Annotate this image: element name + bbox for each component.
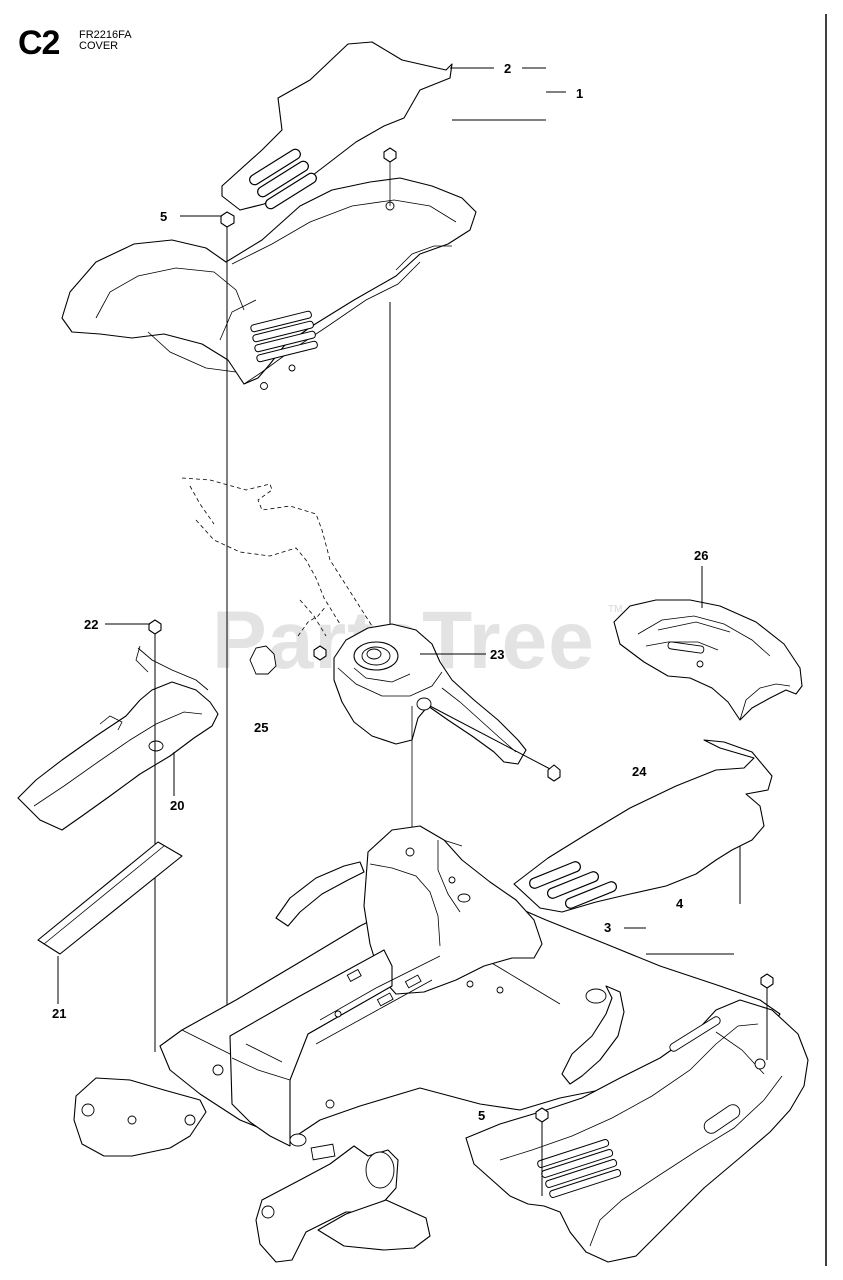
mat-grille-top <box>249 148 317 210</box>
callout-20[interactable]: 20 <box>170 798 184 813</box>
fender-grille-bottom <box>537 1138 622 1198</box>
callout-1[interactable]: 1 <box>576 86 583 101</box>
callout-25[interactable]: 25 <box>254 720 268 735</box>
part-23-dashboard-console[interactable] <box>333 623 553 847</box>
screw-24[interactable] <box>547 764 561 782</box>
part-3-chassis[interactable] <box>73 825 809 1263</box>
part-21-strip[interactable] <box>37 841 183 955</box>
watermark: PartsTree TM <box>17 41 809 1263</box>
part-2-foot-mat-top[interactable] <box>221 41 453 211</box>
callout-5-bottom[interactable]: 5 <box>478 1108 485 1123</box>
callout-2[interactable]: 2 <box>504 61 511 76</box>
callout-21[interactable]: 21 <box>52 1006 66 1021</box>
screw-5-right-fender[interactable] <box>760 973 774 1060</box>
part-1-fender-top[interactable] <box>61 177 477 390</box>
callout-labels: 2 1 5 22 23 26 25 24 20 4 3 21 5 <box>52 61 708 1123</box>
screw-5-left[interactable] <box>220 211 235 1070</box>
screw-5-top-fender[interactable] <box>383 147 397 206</box>
callout-leaders <box>57 67 741 1004</box>
callout-4[interactable]: 4 <box>676 896 684 911</box>
mat-grille-bottom <box>529 861 617 909</box>
callout-5-top[interactable]: 5 <box>160 209 167 224</box>
fender-grille-top <box>250 310 318 363</box>
part-25-steering-column[interactable] <box>181 477 385 675</box>
callout-26[interactable]: 26 <box>694 548 708 563</box>
model-number: FR2216FA <box>79 29 132 41</box>
callout-24[interactable]: 24 <box>632 764 647 779</box>
screw-22[interactable] <box>148 619 162 1052</box>
part-4-foot-mat-bottom[interactable] <box>513 739 773 913</box>
console-screw-left[interactable] <box>313 645 327 661</box>
page-code: C2 <box>18 24 60 62</box>
part-20-side-panel[interactable] <box>17 645 219 831</box>
callout-23[interactable]: 23 <box>490 647 504 662</box>
section-title: COVER <box>79 40 119 52</box>
callout-22[interactable]: 22 <box>84 617 98 632</box>
callout-3[interactable]: 3 <box>604 920 611 935</box>
screw-5-bottom[interactable] <box>535 1107 549 1196</box>
part-26-rear-cover[interactable] <box>613 599 803 721</box>
watermark-trademark: TM <box>608 604 622 615</box>
